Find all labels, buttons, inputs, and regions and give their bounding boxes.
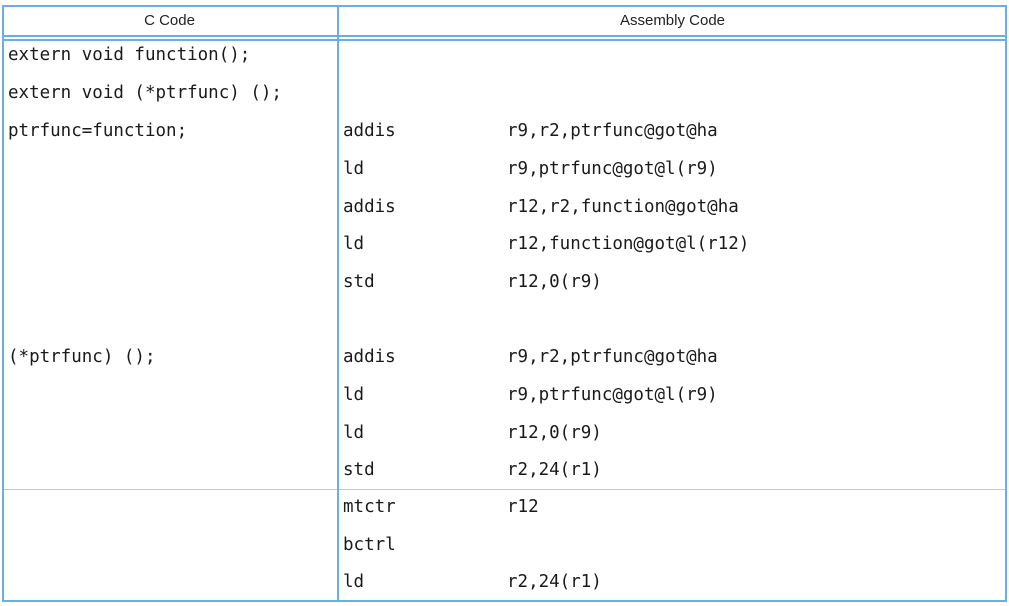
asm-operands: r9,ptrfunc@got@l(r9) [507, 159, 718, 179]
asm-opcode: ld [343, 159, 365, 179]
asm-opcode: mtctr [343, 497, 396, 517]
asm-operands: r9,r2,ptrfunc@got@ha [507, 347, 718, 367]
asm-opcode: addis [343, 121, 396, 141]
asm-opcode: ld [343, 385, 365, 405]
asm-operands: r2,24(r1) [507, 572, 602, 592]
asm-opcode: addis [343, 347, 396, 367]
asm-opcode: addis [343, 197, 396, 217]
asm-operands: r12 [507, 497, 539, 517]
table-top-border [2, 5, 1007, 7]
asm-operands: r12,0(r9) [507, 272, 602, 292]
asm-operands: r12,function@got@l(r12) [507, 234, 750, 254]
table-bottom-border [2, 600, 1007, 602]
c-code-line: extern void function(); [8, 45, 251, 65]
asm-opcode: ld [343, 423, 365, 443]
asm-opcode: std [343, 460, 375, 480]
c-code-line: extern void (*ptrfunc) (); [8, 83, 282, 103]
table-right-border [1005, 5, 1007, 602]
row-divider [2, 489, 1007, 490]
asm-opcode: std [343, 272, 375, 292]
assembly-code-header: Assembly Code [619, 12, 726, 29]
c-code-line: (*ptrfunc) (); [8, 347, 156, 367]
c-code-line: ptrfunc=function; [8, 121, 188, 141]
header-divider-bottom [2, 39, 1007, 41]
asm-operands: r12,r2,function@got@ha [507, 197, 739, 217]
asm-opcode: bctrl [343, 535, 396, 555]
asm-operands: r9,r2,ptrfunc@got@ha [507, 121, 718, 141]
header-divider-top [2, 35, 1007, 37]
column-divider [337, 5, 339, 602]
asm-opcode: ld [343, 572, 365, 592]
asm-operands: r12,0(r9) [507, 423, 602, 443]
table-left-border [2, 5, 4, 602]
asm-operands: r2,24(r1) [507, 460, 602, 480]
asm-opcode: ld [343, 234, 365, 254]
asm-operands: r9,ptrfunc@got@l(r9) [507, 385, 718, 405]
c-code-header: C Code [144, 12, 195, 29]
